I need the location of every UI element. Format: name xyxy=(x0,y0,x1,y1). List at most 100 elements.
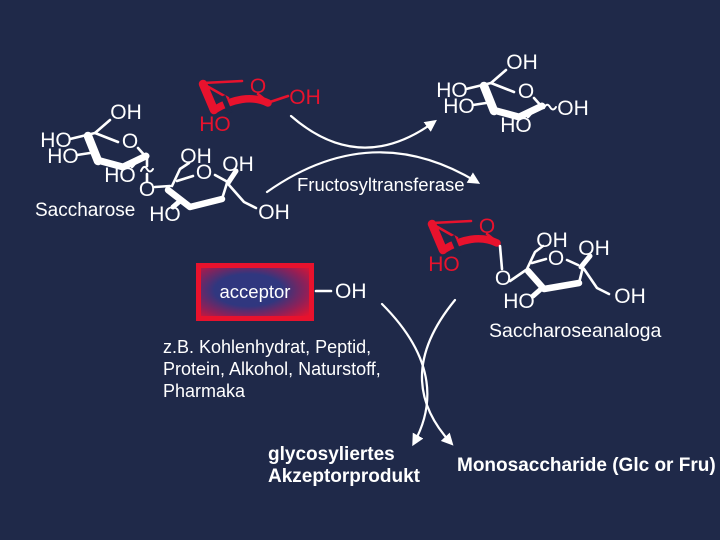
ring-oxygen-label: O xyxy=(479,215,495,238)
bond xyxy=(532,96,545,110)
fructosyl-donor-structure: O OH HO xyxy=(198,75,321,136)
ring-oxygen-label: O xyxy=(548,247,564,270)
bond xyxy=(577,265,585,285)
atom-label: OH xyxy=(289,86,321,109)
acceptor-examples-text: z.B. Kohlenhydrat, Peptid, Protein, Alko… xyxy=(163,336,381,402)
bond xyxy=(485,232,499,244)
acceptor-product-label: glycosyliertes Akzeptorprodukt xyxy=(268,444,420,488)
bond xyxy=(530,257,548,265)
bold-ring-front xyxy=(524,267,583,293)
bold-wedge-bond xyxy=(530,286,544,299)
saccharose-label: Saccharose xyxy=(35,200,136,221)
bold-wedge-bond xyxy=(578,253,593,270)
glycosidic-oxygen-label: O xyxy=(139,178,155,201)
bond xyxy=(93,118,112,135)
bond xyxy=(508,268,528,283)
acceptor-product-label-line1: glycosyliertes xyxy=(268,444,395,465)
bond xyxy=(464,81,516,94)
atom-label: OH xyxy=(110,101,142,124)
atom-label: OH xyxy=(557,97,589,120)
atom-label: HO xyxy=(104,164,136,187)
reaction-arrow-to-glucose xyxy=(289,114,437,149)
glycosidic-oxygen-label: O xyxy=(495,267,511,290)
analog-glycosidic-bridge: O xyxy=(495,244,528,290)
bold-wedge-bond xyxy=(225,168,239,186)
atom-label: OH xyxy=(578,237,610,260)
analog-red-ring: O HO xyxy=(427,215,501,276)
ring-oxygen-label: O xyxy=(122,130,138,153)
atom-label: OH xyxy=(536,229,568,252)
bond xyxy=(430,219,473,225)
bold-ring-front xyxy=(439,235,501,254)
atom-label: HO xyxy=(503,290,535,313)
bond xyxy=(220,181,229,201)
bond xyxy=(256,92,270,104)
atom-label: OH xyxy=(614,285,646,308)
acceptor-examples-line: Pharmaka xyxy=(163,381,246,401)
ring-oxygen-label: O xyxy=(250,75,266,98)
bond xyxy=(498,244,504,271)
reaction-arrow-to-analog xyxy=(265,151,481,194)
bond xyxy=(130,157,141,169)
bold-wedge-bond xyxy=(198,79,219,115)
acceptor-product-label-line2: Akzeptorprodukt xyxy=(268,466,420,487)
atom-label: HO xyxy=(47,145,79,168)
anomeric-squiggle xyxy=(543,103,557,111)
bond xyxy=(68,131,120,144)
atom-label: OH xyxy=(506,51,538,74)
acceptor-examples-line: z.B. Kohlenhydrat, Peptid, xyxy=(163,337,372,357)
saccharose-fructose-ring: OH O OH HO OH xyxy=(149,145,290,226)
reaction-arrow-to-monosaccharide xyxy=(420,298,457,446)
atom-label: HO xyxy=(199,113,231,136)
atom-label: OH xyxy=(180,145,212,168)
acceptor-box-label: acceptor xyxy=(219,281,291,302)
wedge-notch xyxy=(220,95,233,114)
acceptor-box: acceptor xyxy=(196,263,314,321)
atom-label: OH xyxy=(335,280,367,303)
bond xyxy=(582,267,611,296)
atom-label: HO xyxy=(428,253,460,276)
saccharose-structure: OH HO HO O HO O OH O OH xyxy=(40,101,290,226)
bond xyxy=(489,68,508,85)
atom-label: HO xyxy=(436,79,468,102)
saccharose-glycosidic-bridge: O xyxy=(139,178,172,201)
reaction-arrow-to-acceptor-product xyxy=(380,302,429,447)
anomeric-squiggle xyxy=(140,165,154,173)
acceptor-oh-group: OH xyxy=(314,280,367,303)
bond xyxy=(153,184,172,189)
atom-label: OH xyxy=(258,201,290,224)
analog-label: Saccharoseanaloga xyxy=(489,320,662,342)
bond xyxy=(525,244,545,271)
bond xyxy=(136,146,149,160)
bold-ring-front xyxy=(164,186,226,211)
saccharose-analog-structure: O HO O OH O OH HO OH xyxy=(427,215,646,313)
atom-label: HO xyxy=(149,203,181,226)
bond xyxy=(227,183,258,210)
bond xyxy=(565,258,580,267)
monosaccharide-label: Monosaccharide (Glc or Fru) xyxy=(457,455,716,476)
bond xyxy=(170,161,191,188)
atom-label: HO xyxy=(443,95,475,118)
glucose-product-structure: OH HO HO O OH HO xyxy=(436,51,589,137)
bond xyxy=(526,107,537,119)
bond xyxy=(175,174,195,183)
atom-label: HO xyxy=(40,129,72,152)
wedge-notch xyxy=(449,235,462,254)
bond xyxy=(268,94,290,104)
acceptor-examples-line: Protein, Alkohol, Naturstoff, xyxy=(163,359,381,379)
bold-ring-front xyxy=(210,95,272,114)
bold-wedge-bond xyxy=(427,219,448,255)
ring-oxygen-label: O xyxy=(518,80,534,103)
bold-wedge-bond xyxy=(170,198,183,210)
bond xyxy=(213,173,228,183)
bond xyxy=(471,101,488,107)
atom-label: OH xyxy=(222,153,254,176)
bond xyxy=(201,79,244,85)
bond xyxy=(75,151,92,157)
saccharose-glucose-ring: OH HO HO O HO xyxy=(40,101,154,187)
atom-label: HO xyxy=(500,114,532,137)
ring-oxygen-label: O xyxy=(196,161,212,184)
analog-fructose-ring: OH O OH HO OH xyxy=(503,229,646,313)
